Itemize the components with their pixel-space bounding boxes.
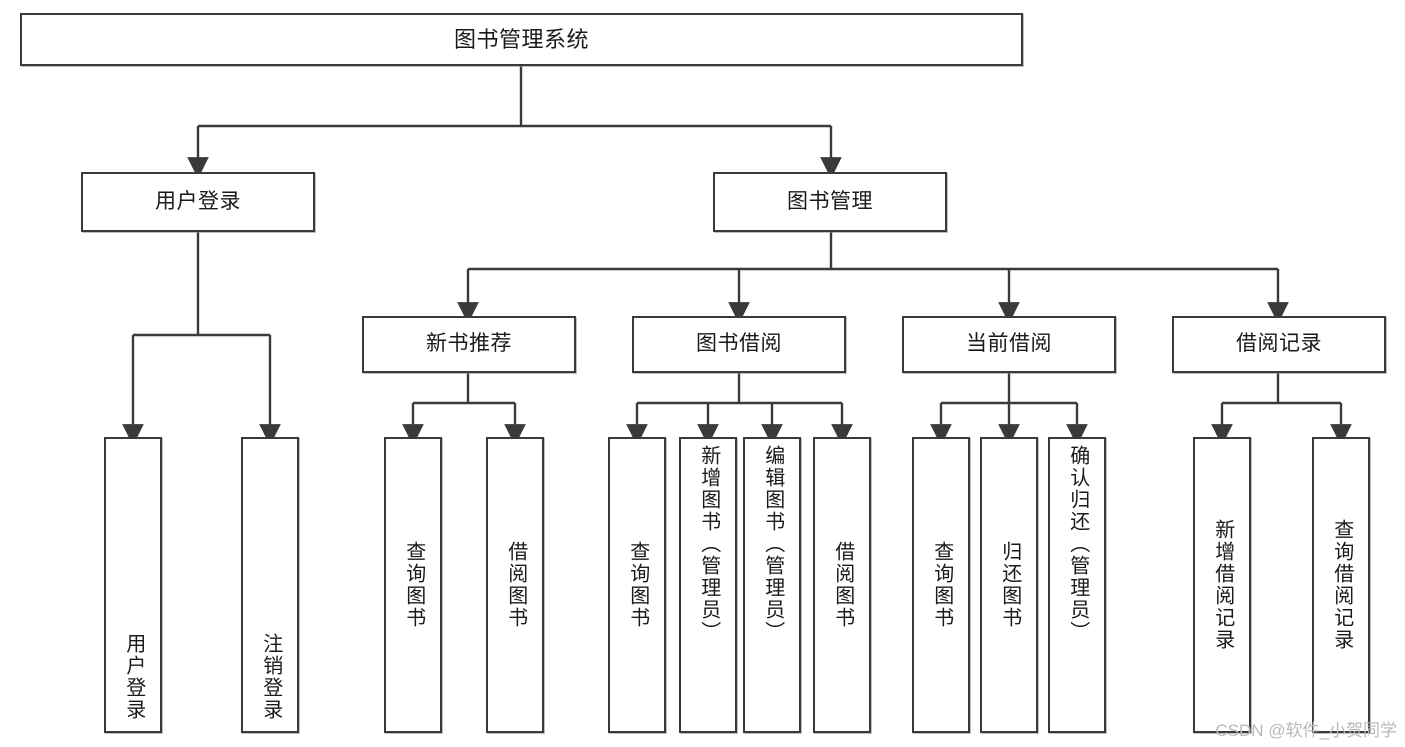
node-label: 查询图书 xyxy=(930,541,953,629)
leaf-add-borrow-record[interactable]: 新增借阅记录 xyxy=(1193,437,1251,733)
leaf-borrow-books-recommend[interactable]: 借阅图书 xyxy=(486,437,544,733)
leaf-query-borrow-record[interactable]: 查询借阅记录 xyxy=(1312,437,1370,733)
node-label: 查询借阅记录 xyxy=(1330,519,1353,651)
leaf-logout[interactable]: 注销登录 xyxy=(241,437,299,733)
node-new-book-recommend[interactable]: 新书推荐 xyxy=(362,316,576,373)
leaf-borrow-books[interactable]: 借阅图书 xyxy=(813,437,871,733)
node-label: 归还图书 xyxy=(998,541,1021,629)
node-label: 图书借阅 xyxy=(696,332,782,356)
leaf-edit-book-admin[interactable]: 编辑图书（管理员） xyxy=(743,437,801,733)
leaf-user-login[interactable]: 用户登录 xyxy=(104,437,162,733)
node-label: 借阅图书 xyxy=(504,541,527,629)
node-label: 注销登录 xyxy=(259,633,282,721)
node-label: 新增借阅记录 xyxy=(1211,519,1234,651)
node-label: 确认归还（管理员） xyxy=(1066,445,1089,643)
node-label: 新增图书（管理员） xyxy=(697,445,720,643)
node-label: 当前借阅 xyxy=(966,332,1052,356)
leaf-query-books-current[interactable]: 查询图书 xyxy=(912,437,970,733)
node-label: 借阅图书 xyxy=(831,541,854,629)
node-label: 查询图书 xyxy=(402,541,425,629)
node-borrow-record[interactable]: 借阅记录 xyxy=(1172,316,1386,373)
node-book-borrow[interactable]: 图书借阅 xyxy=(632,316,846,373)
node-label: 用户登录 xyxy=(155,189,241,213)
node-label: 图书管理 xyxy=(787,189,873,213)
node-label: 图书管理系统 xyxy=(453,26,589,52)
node-book-management[interactable]: 图书管理 xyxy=(713,172,947,232)
csdn-watermark: CSDN @软件_小贺同学 xyxy=(1215,721,1397,740)
leaf-query-books-recommend[interactable]: 查询图书 xyxy=(384,437,442,733)
leaf-query-books-borrow[interactable]: 查询图书 xyxy=(608,437,666,733)
node-current-borrow[interactable]: 当前借阅 xyxy=(902,316,1116,373)
node-root-library-system[interactable]: 图书管理系统 xyxy=(20,13,1023,66)
leaf-confirm-return-admin[interactable]: 确认归还（管理员） xyxy=(1048,437,1106,733)
node-label: 借阅记录 xyxy=(1236,332,1322,356)
node-label: 用户登录 xyxy=(122,633,145,721)
node-label: 新书推荐 xyxy=(426,332,512,356)
node-user-login[interactable]: 用户登录 xyxy=(81,172,315,232)
leaf-add-book-admin[interactable]: 新增图书（管理员） xyxy=(679,437,737,733)
node-label: 编辑图书（管理员） xyxy=(761,445,784,643)
leaf-return-books[interactable]: 归还图书 xyxy=(980,437,1038,733)
node-label: 查询图书 xyxy=(626,541,649,629)
